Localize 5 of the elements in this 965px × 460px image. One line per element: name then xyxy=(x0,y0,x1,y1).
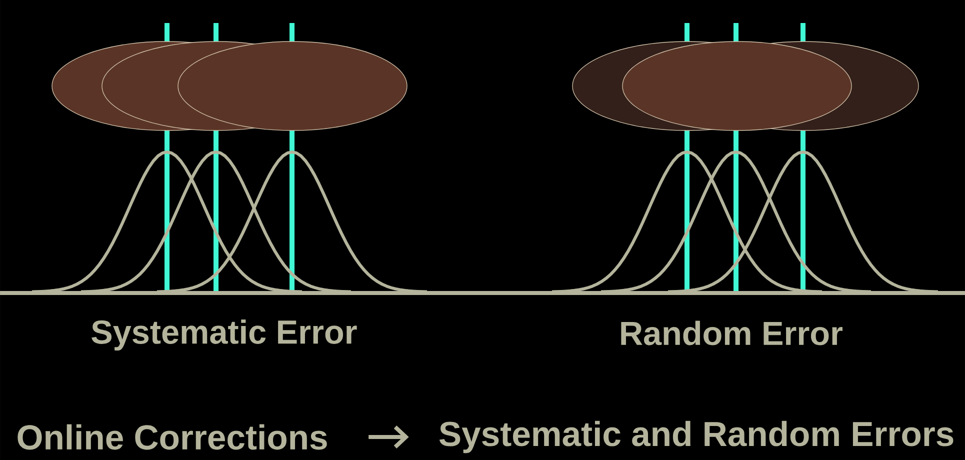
arrow xyxy=(368,426,409,448)
panel-title: Random Error xyxy=(621,320,842,346)
text-label: Systematic and Random Errors xyxy=(439,420,954,454)
panel-title: Systematic Error xyxy=(92,319,357,351)
text-label: Online Corrections xyxy=(18,424,327,450)
